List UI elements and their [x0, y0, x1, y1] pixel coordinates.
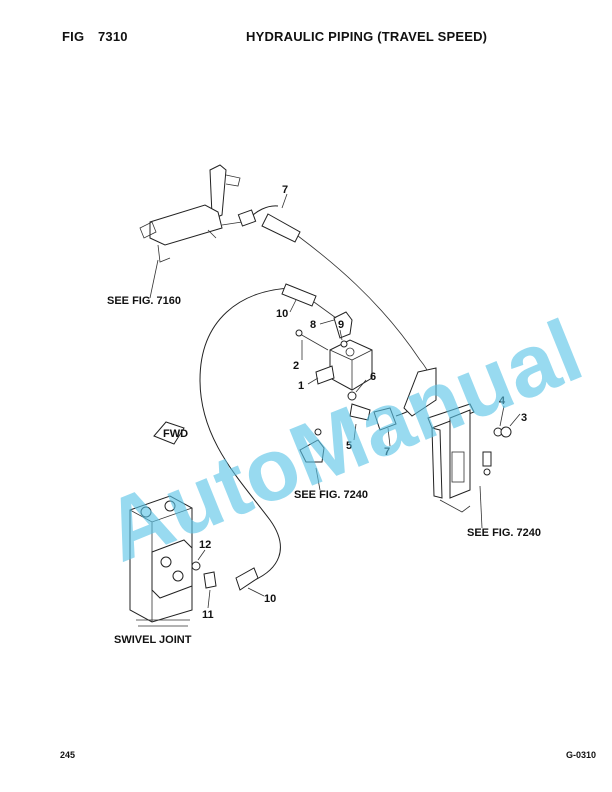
callout-12: 12: [199, 539, 211, 551]
page-number: 245: [60, 750, 76, 760]
forward-arrow-icon: FWD: [153, 421, 188, 445]
bracket-assembly: [427, 403, 512, 513]
upper-pipe-assembly: [139, 164, 243, 263]
callout-6: 6: [370, 371, 376, 383]
hose-10-loop: [199, 283, 317, 591]
callout-8: 8: [310, 319, 316, 331]
figure-label: FIG: [62, 29, 85, 44]
callout-2: 2: [293, 360, 299, 372]
callout-7-upper: 7: [282, 184, 288, 196]
callout-9: 9: [338, 319, 344, 331]
see-fig-7240-right-label: SEE FIG. 7240: [467, 527, 541, 539]
callout-1: 1: [298, 380, 304, 392]
see-fig-7160-label: SEE FIG. 7160: [107, 295, 181, 307]
fwd-label: FWD: [163, 428, 188, 440]
leader-lines: [149, 193, 521, 609]
callout-3: 3: [521, 412, 527, 424]
callout-10-lower: 10: [264, 593, 276, 605]
figure-number: 7310: [98, 29, 128, 44]
document-code: G-0310: [566, 750, 597, 760]
callout-5: 5: [346, 440, 352, 452]
callout-10-upper: 10: [276, 308, 288, 320]
hose-7-lower: [373, 367, 437, 431]
swivel-joint-label: SWIVEL JOINT: [114, 634, 192, 646]
callout-4: 4: [499, 395, 506, 407]
valve-block: [295, 301, 373, 421]
elbow-fitting: [299, 428, 325, 463]
callout-7-lower: 7: [384, 446, 390, 458]
callout-11: 11: [202, 609, 214, 621]
page-title: HYDRAULIC PIPING (TRAVEL SPEED): [246, 29, 488, 44]
swivel-joint: [129, 495, 217, 627]
see-fig-7240-center-label: SEE FIG. 7240: [294, 489, 368, 501]
